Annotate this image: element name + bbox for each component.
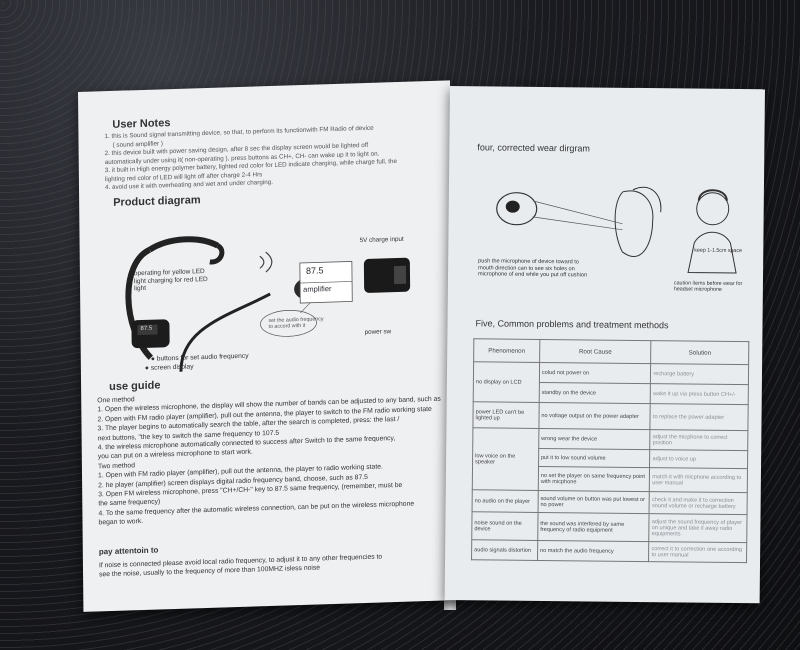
- phenomenon-cell: power LED can't be lighted up: [472, 401, 540, 429]
- column-header: Phenomenon: [473, 338, 540, 363]
- solution-cell: adjust to voice up: [649, 449, 748, 469]
- display-label: amplifier: [303, 284, 332, 294]
- screen-label-text: screen display: [150, 363, 194, 372]
- user-notes-title: User Notes: [112, 117, 171, 131]
- solution-cell: to replace the power adapter: [650, 403, 749, 431]
- power-sw-label: power sw: [364, 328, 392, 337]
- problems-table: Phenomenon Root Cause Solution no displa…: [471, 338, 749, 563]
- phenomenon-cell: audio signals distortion: [471, 539, 538, 561]
- callout-text: set the audio frequency to accord with i…: [268, 316, 324, 331]
- table-row: no audio on the player sound volume on b…: [472, 489, 748, 515]
- buttons-label-text: buttons for set audio frequency: [156, 352, 249, 363]
- cause-cell: no match the audio frequency: [537, 540, 650, 562]
- left-page: User Notes 1. this is Sound signal trans…: [78, 80, 456, 612]
- use-guide-title: use guide: [109, 379, 161, 394]
- phenomenon-cell: no display on LCD: [473, 361, 540, 403]
- solution-cell: correct it to correction one according t…: [648, 541, 747, 563]
- mic-closeup-circle: [496, 192, 538, 226]
- solution-cell: recharge battery: [650, 363, 749, 385]
- phenomenon-cell: no audio on the player: [472, 489, 539, 513]
- solution-cell: adjust the micphone to correct position: [650, 429, 748, 451]
- column-header: Solution: [650, 340, 749, 365]
- wear-diagram: [496, 186, 737, 274]
- table-row: audio signals distortion no match the au…: [471, 539, 747, 563]
- charge-input-label: 5V charge input: [359, 235, 404, 245]
- cause-cell: the sound was interfered by same frequen…: [537, 512, 650, 542]
- caution-label: caution items before wear for headset mi…: [673, 280, 743, 294]
- table-row: low voice on the speaker wrong wear the …: [472, 427, 748, 491]
- column-header: Root Cause: [539, 339, 652, 364]
- cause-cell: colud not power on: [539, 362, 651, 384]
- wear-diagram-title: four, corrected wear dirgram: [477, 142, 590, 154]
- display-frequency: 87.5: [305, 265, 324, 276]
- right-page: four, corrected wear dirgram push the mi…: [444, 86, 765, 604]
- push-label: push the microphone of device toward to …: [477, 258, 588, 279]
- keep-space-label: keep 1-1.5cm space: [694, 247, 743, 255]
- phenomenon-cell: low voice on the speaker: [472, 427, 539, 491]
- solution-cell: match it with micphone according to user…: [649, 467, 748, 493]
- phenomenon-cell: noise sound on the device: [471, 511, 538, 541]
- cause-cell: standby on the device: [539, 382, 651, 404]
- attention-title: pay attentoin to: [98, 545, 159, 557]
- boom-arm: [179, 292, 271, 372]
- problems-title: Five, Common problems and treatment meth…: [475, 318, 669, 331]
- table-row: power LED can't be lighted up no voltage…: [472, 401, 749, 431]
- cause-cell: sound volume on button was put lowest or…: [537, 490, 650, 514]
- one-method-section: One method 1. Open the wireless micropho…: [97, 385, 448, 528]
- cause-cell: put it to low sound volume: [538, 448, 651, 468]
- solution-cell: check it and make it to correction sound…: [649, 491, 748, 515]
- cause-cell: no set the player on same frequency poin…: [538, 466, 650, 492]
- cause-cell: no voltage output on the power adapter: [538, 402, 651, 430]
- user-notes-list: 1. this is Sound signal transmitting dev…: [104, 122, 445, 192]
- table-row: noise sound on the device the sound was …: [471, 511, 748, 543]
- charger-device-drawing: [363, 257, 411, 293]
- woman-profile: [614, 190, 654, 257]
- solution-cell: wake it up via press button CH+/-: [650, 383, 749, 405]
- signal-waves: [259, 251, 273, 273]
- led-label: operating for yellow LED light charging …: [133, 268, 208, 293]
- device-screen-text: 87.5: [140, 325, 153, 333]
- device-body-drawing: [131, 319, 170, 349]
- man-face: [696, 192, 730, 226]
- callout-ellipse: [260, 310, 317, 337]
- table-row: no display on LCD colud not power on rec…: [473, 361, 749, 403]
- solution-cell: adjust the sound frequency of player on …: [649, 513, 748, 543]
- cause-cell: wrong wear the device: [538, 428, 651, 450]
- table-header-row: Phenomenon Root Cause Solution: [473, 338, 749, 365]
- attention-text: If noise is connected please avoid local…: [99, 550, 449, 580]
- screen-label: ● screen display: [144, 363, 194, 372]
